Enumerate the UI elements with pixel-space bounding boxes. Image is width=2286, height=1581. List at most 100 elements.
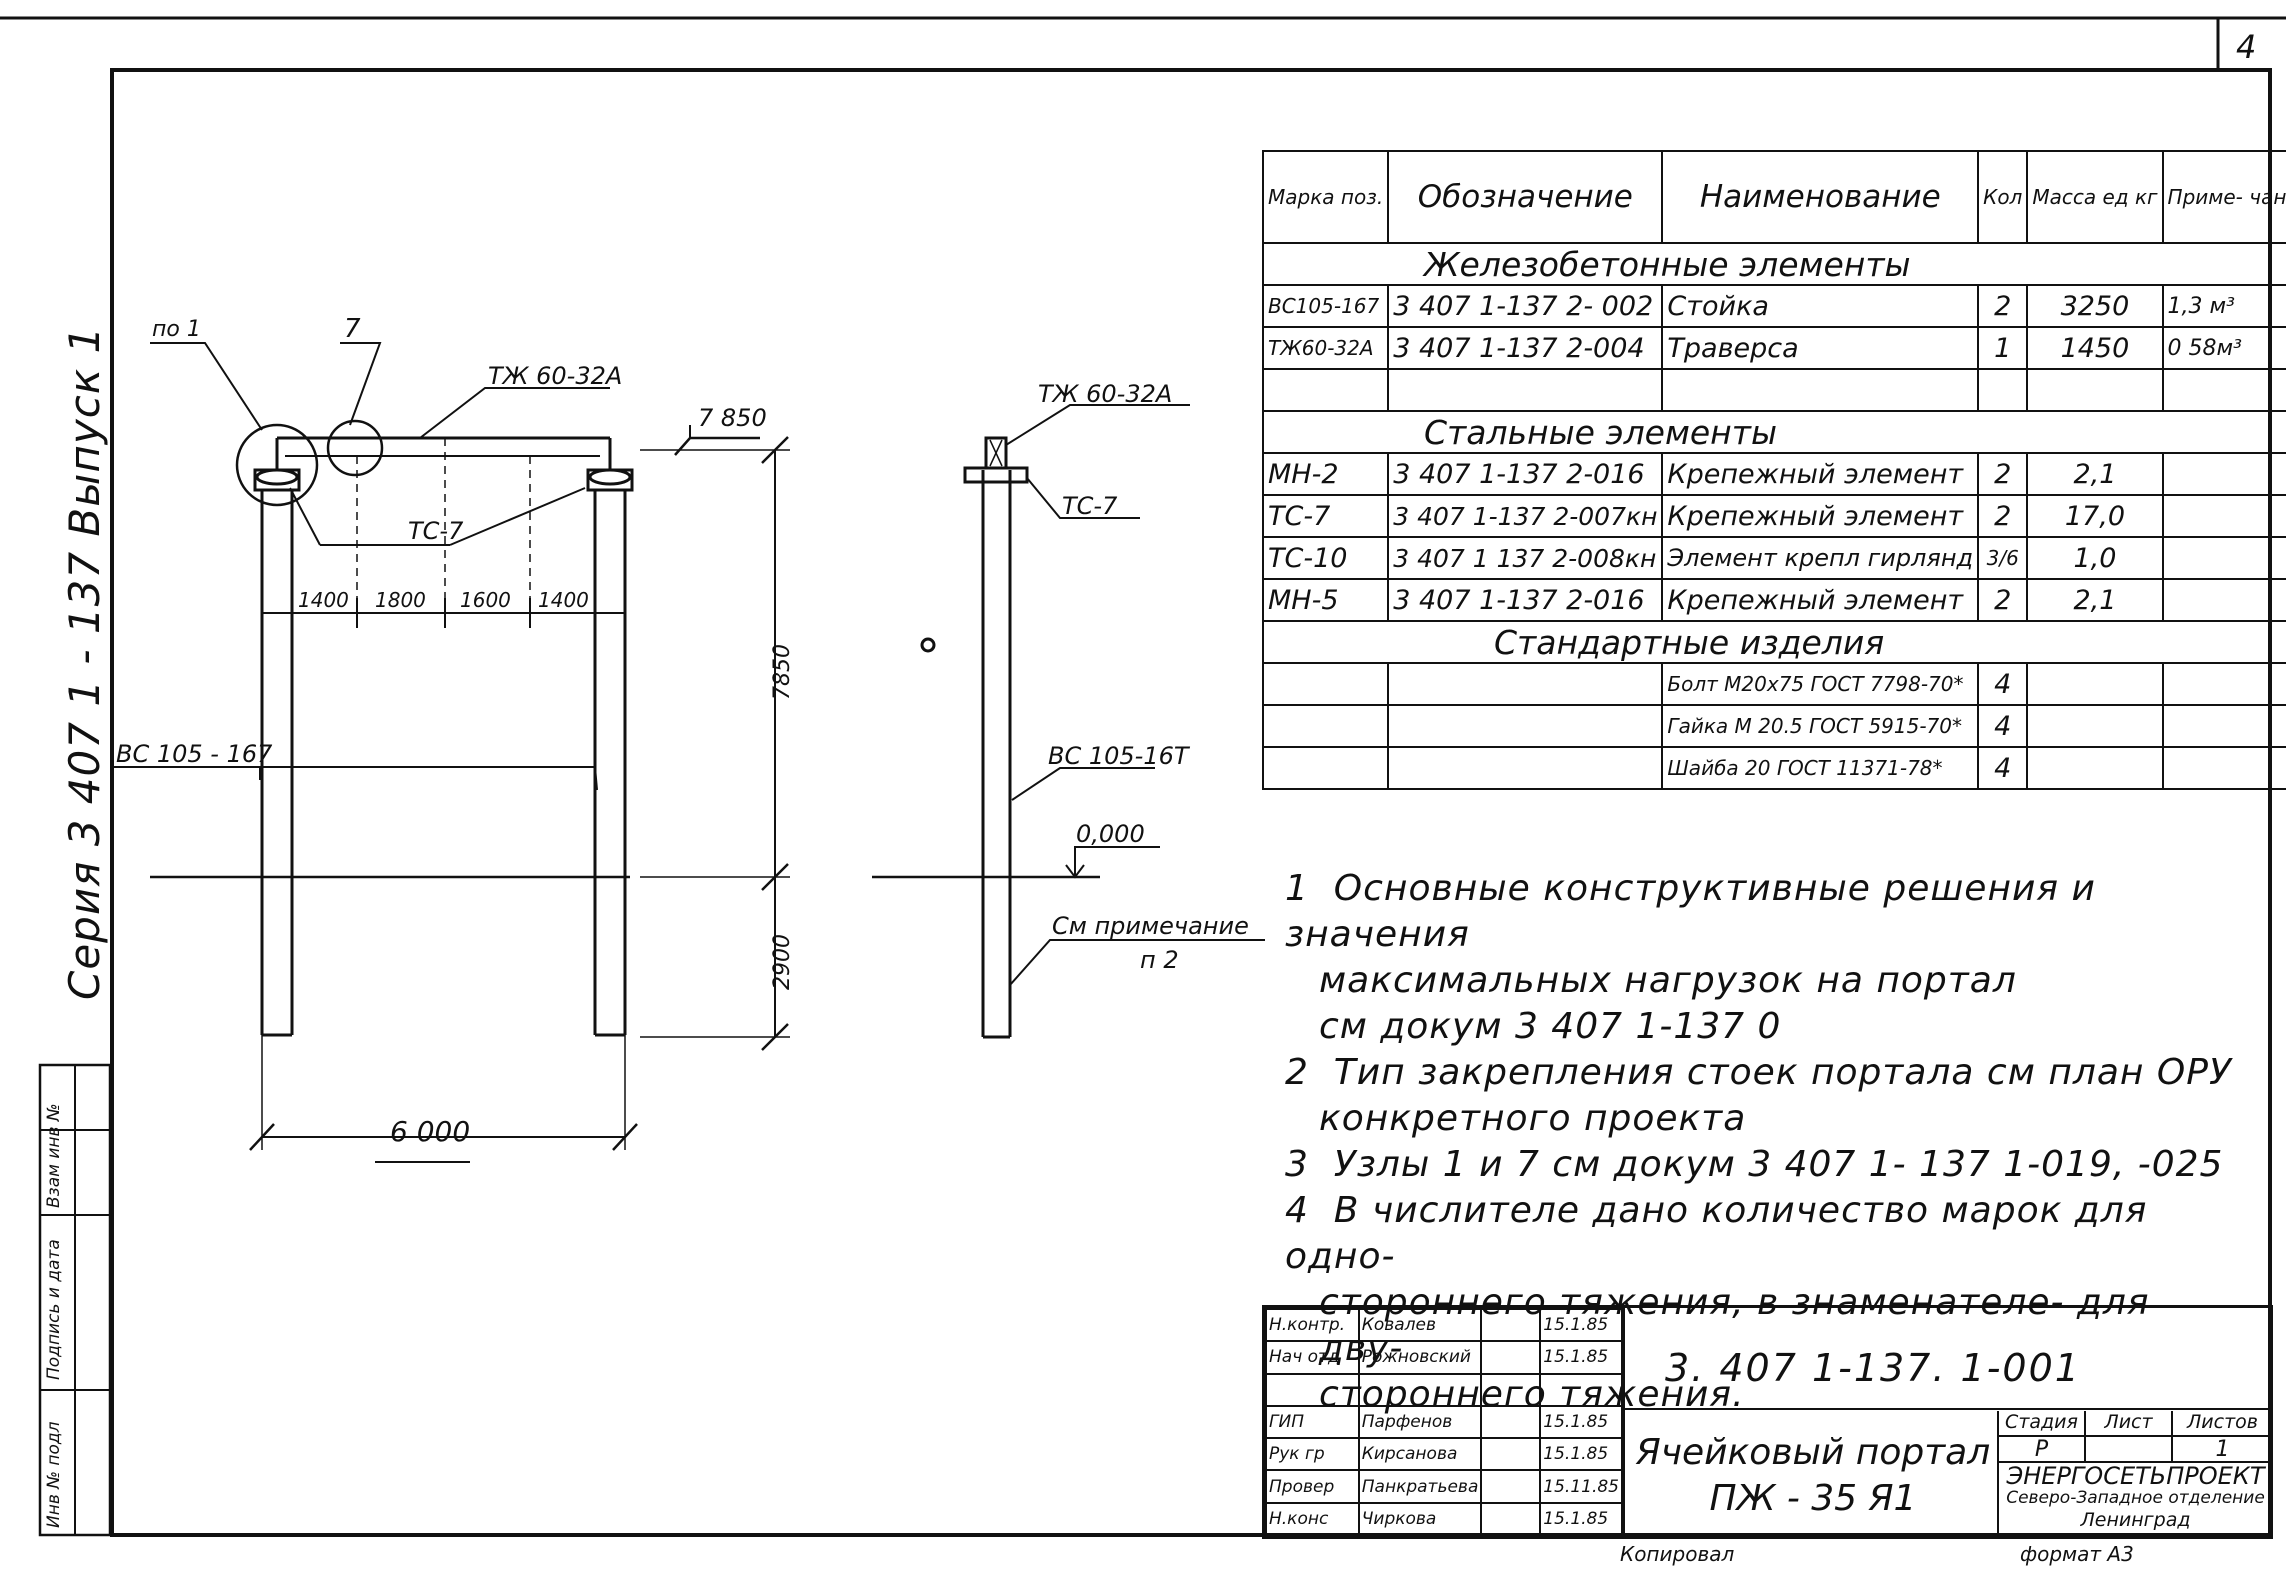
cell-note bbox=[2161, 494, 2286, 538]
cell-qty: 4 bbox=[1977, 704, 2029, 748]
cell-note bbox=[2161, 704, 2286, 748]
cell-designation bbox=[1387, 704, 1664, 748]
note-line: конкретного проекта bbox=[1319, 1098, 1747, 1139]
table-row bbox=[1261, 368, 2286, 412]
cell-designation bbox=[1387, 368, 1664, 412]
cell-name: Шайба 20 ГОСТ 11371-78* bbox=[1661, 746, 1980, 790]
cell-note: 0 58м³ bbox=[2161, 326, 2286, 370]
stamp-inv-label: Инв № подл bbox=[44, 1421, 64, 1528]
traverse-side-label: ТЖ 60-32А bbox=[1038, 380, 1173, 408]
table-row: Гайка М 20.5 ГОСТ 5915-70* 4 bbox=[1261, 704, 2286, 748]
cell-mass bbox=[2026, 662, 2164, 706]
cell-designation: 3 407 1-137 2-016 bbox=[1387, 578, 1664, 622]
cell-mark: ТС-10 bbox=[1261, 536, 1390, 580]
cell-designation bbox=[1387, 662, 1664, 706]
cell-mark bbox=[1261, 662, 1390, 706]
series-label: Серия 3 407 1 - 137 Выпуск 1 bbox=[60, 325, 109, 1000]
cell-qty: 2 bbox=[1977, 284, 2029, 328]
dim-6000: 6 000 bbox=[390, 1115, 471, 1148]
cell-mass: 2,1 bbox=[2026, 578, 2164, 622]
table-section-row: Стальные элементы bbox=[1262, 410, 2286, 454]
table-section-row: Стандартные изделия bbox=[1262, 620, 2286, 664]
cell-note bbox=[2161, 662, 2286, 706]
cell-note bbox=[2161, 368, 2286, 412]
note-item: 3 Узлы 1 и 7 см докум 3 407 1- 137 1-019… bbox=[1285, 1144, 2224, 1185]
table-section-row: Железобетонные элементы bbox=[1262, 242, 2286, 286]
cell-mass: 2,1 bbox=[2026, 452, 2164, 496]
sheet-value bbox=[2086, 1437, 2173, 1463]
table-row: МН-5 3 407 1-137 2-016 Крепежный элемент… bbox=[1261, 578, 2286, 622]
cell-note bbox=[2161, 536, 2286, 580]
cell-name: Крепежный элемент bbox=[1661, 578, 1980, 622]
cell-name: Крепежный элемент bbox=[1661, 452, 1980, 496]
table-row: ТЖ60-32А 3 407 1-137 2-004 Траверса 1 14… bbox=[1261, 326, 2286, 370]
cell-mark: МН-5 bbox=[1261, 578, 1390, 622]
dim-1400-left: 1400 bbox=[298, 588, 349, 612]
cell-name: Крепежный элемент bbox=[1661, 494, 1980, 538]
cell-qty: 2 bbox=[1977, 578, 2029, 622]
elevation-top-label: 7 850 bbox=[698, 404, 767, 432]
cell-mark: ТС-7 bbox=[1261, 494, 1390, 538]
document-code: 3. 407 1-137. 1-001 bbox=[1665, 1346, 2081, 1390]
section-label: Стандартные изделия bbox=[1262, 620, 2286, 664]
cell-designation bbox=[1387, 746, 1664, 790]
cell-name: Траверса bbox=[1661, 326, 1980, 370]
cell-name: Элемент крепл гирлянд bbox=[1661, 536, 1980, 580]
note-item: 2 Тип закрепления стоек портала см план … bbox=[1285, 1052, 2232, 1093]
table-row: Болт М20х75 ГОСТ 7798-70* 4 bbox=[1261, 662, 2286, 706]
front-column-left bbox=[260, 490, 294, 1037]
organization: ЭНЕРГОСЕТЬПРОЕКТ Северо-Западное отделен… bbox=[2006, 1462, 2265, 1531]
cell-designation: 3 407 1-137 2-016 bbox=[1387, 452, 1664, 496]
dim-1600: 1600 bbox=[460, 588, 511, 612]
table-row: ТС-7 3 407 1-137 2-007кн Крепежный элеме… bbox=[1261, 494, 2286, 538]
cell-note bbox=[2161, 746, 2286, 790]
cell-name: Болт М20х75 ГОСТ 7798-70* bbox=[1661, 662, 1980, 706]
note-item: 1 Основные конструктивные решения и знач… bbox=[1285, 868, 2096, 955]
cell-designation: 3 407 1-137 2- 002 bbox=[1387, 284, 1664, 328]
node-7-callout bbox=[326, 419, 384, 477]
stamp-sign-label: Подпись и дата bbox=[44, 1239, 64, 1380]
stamp-replace-label: Взам инв № bbox=[44, 1103, 64, 1208]
table-row: Шайба 20 ГОСТ 11371-78* 4 bbox=[1261, 746, 2286, 790]
cell-qty: 2 bbox=[1977, 494, 2029, 538]
col-note: Приме- чание bbox=[2161, 150, 2286, 244]
note-line: максимальных нагрузок на портал bbox=[1319, 960, 2017, 1001]
general-notes: 1 Основные конструктивные решения и знач… bbox=[1285, 866, 2245, 1418]
sheet-label: Лист bbox=[2086, 1411, 2173, 1437]
table-row: ВС105-167 3 407 1-137 2- 002 Стойка 2 32… bbox=[1261, 284, 2286, 328]
tc7-front-label: ТС-7 bbox=[408, 517, 464, 545]
cell-qty: 4 bbox=[1977, 746, 2029, 790]
table-header-row: Марка поз. Обозначение Наименование Кол … bbox=[1261, 150, 2286, 244]
cell-qty: 4 bbox=[1977, 662, 2029, 706]
col-mark: Марка поз. bbox=[1261, 150, 1390, 244]
cell-mass bbox=[2026, 704, 2164, 748]
sheets-value: 1 bbox=[2173, 1437, 2272, 1463]
signature-row bbox=[1265, 1372, 1623, 1407]
cell-mass: 1,0 bbox=[2026, 536, 2164, 580]
cell-mass bbox=[2026, 368, 2164, 412]
stage-label: Стадия bbox=[1999, 1411, 2086, 1437]
col-designation: Обозначение bbox=[1387, 150, 1664, 244]
cell-designation: 3 407 1-137 2-004 bbox=[1387, 326, 1664, 370]
cell-mark: ТЖ60-32А bbox=[1261, 326, 1390, 370]
cell-mark bbox=[1261, 368, 1390, 412]
stage-value: Р bbox=[1999, 1437, 2086, 1463]
col-qty: Кол bbox=[1977, 150, 2029, 244]
note-line: см докум 3 407 1-137 0 bbox=[1319, 1006, 1782, 1047]
cell-designation: 3 407 1 137 2-008кн bbox=[1387, 536, 1664, 580]
table-row: ТС-10 3 407 1 137 2-008кн Элемент крепл … bbox=[1261, 536, 2286, 580]
copied-by-label: Копировал bbox=[1620, 1542, 1735, 1566]
cell-qty: 2 bbox=[1977, 452, 2029, 496]
dim-2900: 2900 bbox=[770, 934, 795, 990]
document-title: Ячейковый портал ПЖ - 35 Я1 bbox=[1635, 1432, 1991, 1519]
traverse-front-label: ТЖ 60-32А bbox=[488, 362, 623, 390]
note-ref-label: См примечание bbox=[1052, 912, 1249, 940]
